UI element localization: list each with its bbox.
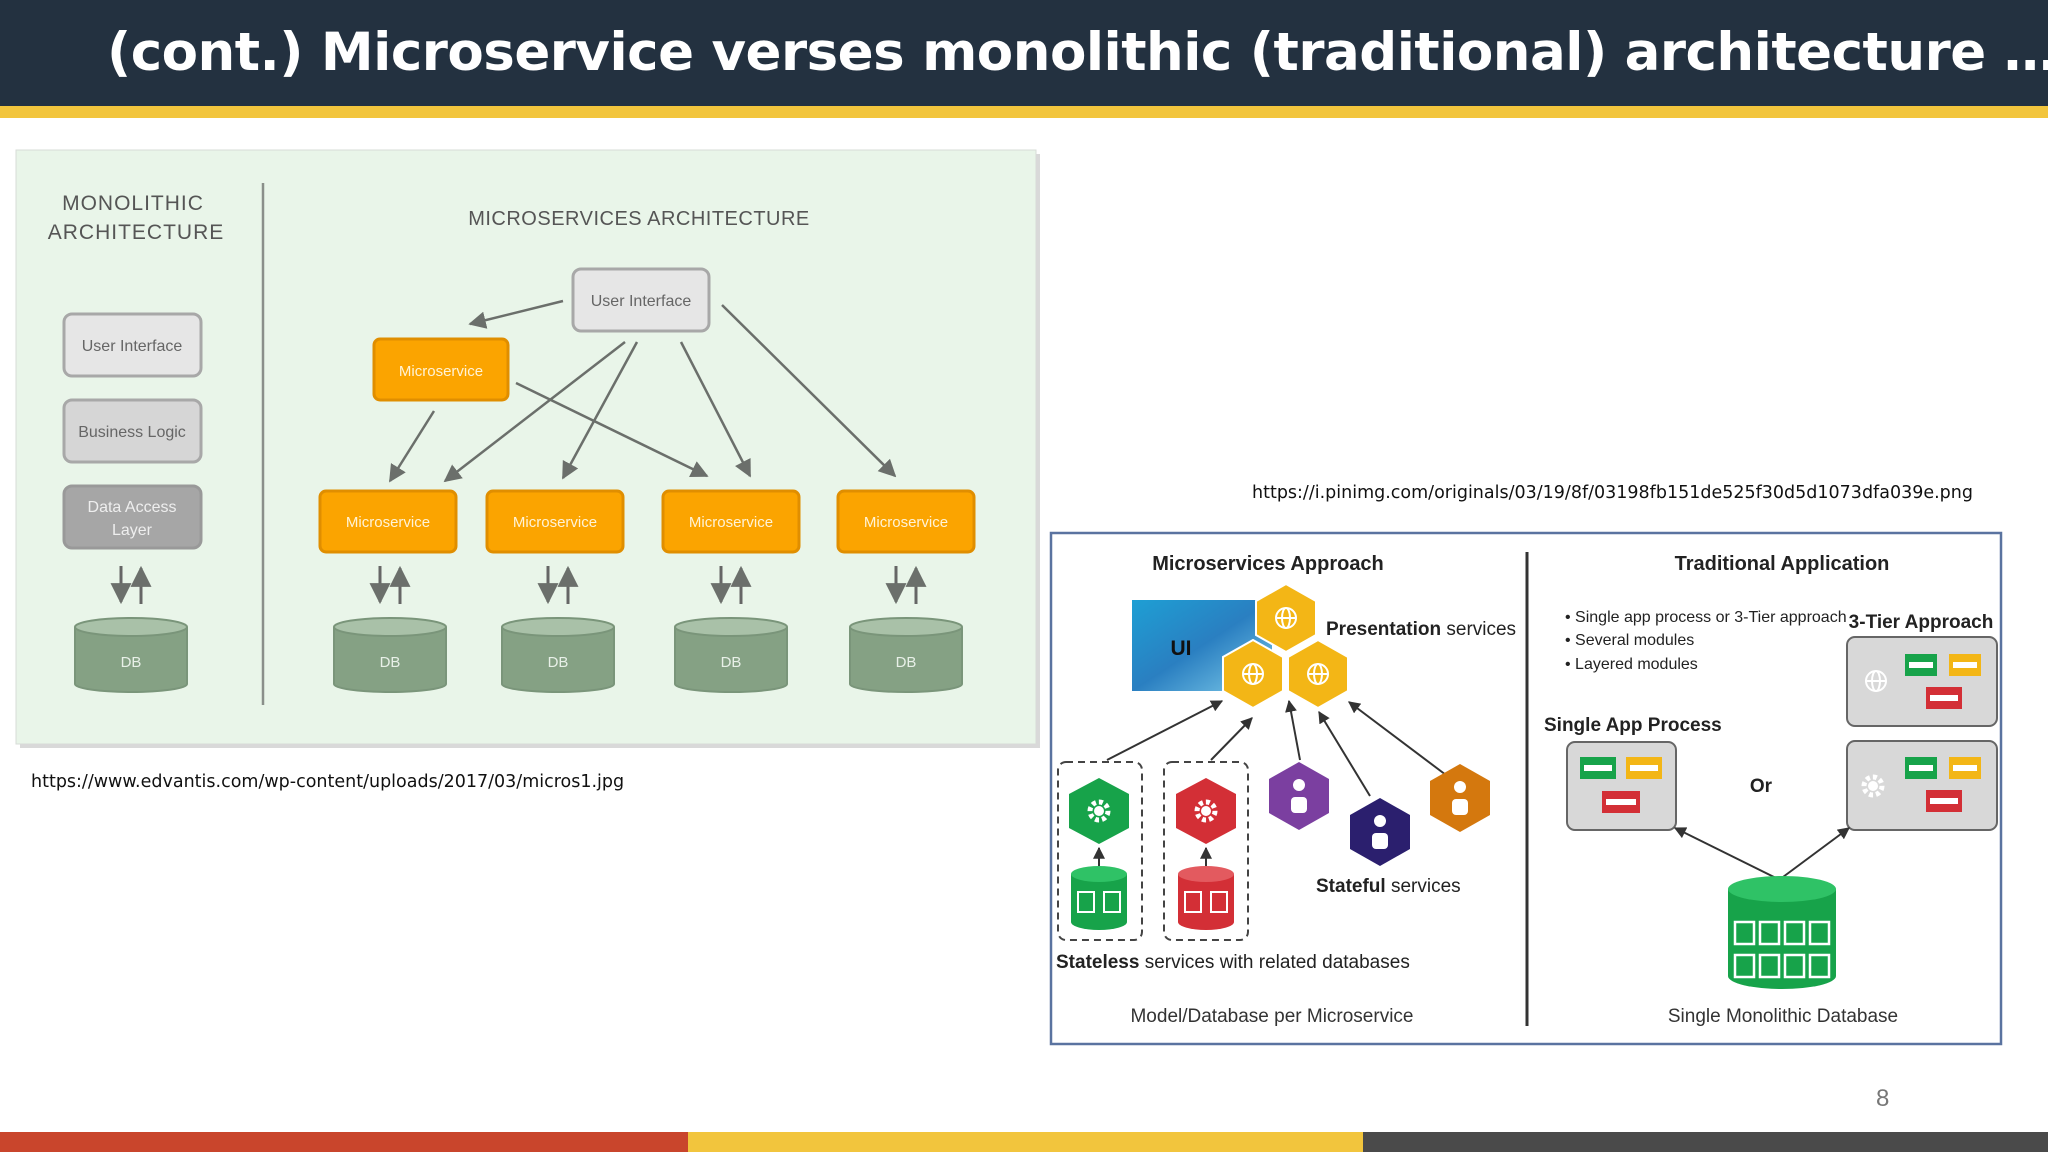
- globe-icon: [1222, 638, 1284, 710]
- db-cylinder: DB: [501, 617, 615, 693]
- traditional-title: Traditional Application: [1675, 553, 1890, 575]
- database-icon: [1728, 876, 1836, 989]
- footer-bar-gray: [1363, 1132, 2048, 1152]
- three-tier-label: 3-Tier Approach: [1849, 612, 1994, 633]
- microservice-box: [836, 489, 976, 554]
- micro-ui-box: [571, 267, 711, 333]
- footer-bar-red: [0, 1132, 688, 1152]
- source-url-right[interactable]: https://i.pinimg.com/originals/03/19/8f/…: [1252, 483, 1973, 503]
- stateless-label: Stateless services with related database…: [1056, 952, 1410, 973]
- microservice-label: Microservice: [513, 514, 597, 531]
- stateful-label: Stateful services: [1316, 876, 1461, 897]
- micro-ui-label: User Interface: [591, 293, 692, 310]
- microservice-label: Microservice: [346, 514, 430, 531]
- mono-title-line1: MONOLITHIC: [62, 192, 204, 215]
- databases: DB DB DB DB DB: [74, 617, 963, 693]
- db-label: DB: [721, 654, 742, 671]
- source-url-left[interactable]: https://www.edvantis.com/wp-content/uplo…: [31, 772, 625, 792]
- microservice-label: Microservice: [689, 514, 773, 531]
- page-number: 8: [1876, 1085, 1890, 1112]
- microservices-vs-traditional-diagram: Microservices Approach Traditional Appli…: [1049, 531, 2003, 1046]
- db-label: DB: [896, 654, 917, 671]
- globe-icon: [1865, 670, 1887, 692]
- stateful-service-icon: [1269, 762, 1329, 830]
- mono-data-label-1: Data Access: [88, 499, 177, 516]
- bullet-3: • Layered modules: [1565, 656, 1698, 673]
- model-db-label: Model/Database per Microservice: [1130, 1006, 1413, 1027]
- microservice-box: [318, 489, 458, 554]
- microservice-box: [485, 489, 625, 554]
- microservice-top: [372, 337, 510, 402]
- mono-title-line2: ARCHITECTURE: [48, 221, 225, 244]
- title-bar: (cont.) Microservice verses monolithic (…: [0, 0, 2048, 118]
- stateless-group-red: [1163, 761, 1249, 941]
- mono-ui-box: [62, 312, 203, 378]
- micro-title: MICROSERVICES ARCHITECTURE: [468, 208, 810, 230]
- db-label: DB: [548, 654, 569, 671]
- microservice-label: Microservice: [864, 514, 948, 531]
- stateful-service-icon: [1430, 764, 1490, 832]
- single-app-label: Single App Process: [1544, 715, 1722, 736]
- presentation-label: Presentation services: [1326, 619, 1516, 640]
- gear-icon: [1861, 774, 1885, 798]
- monolithic-vs-microservices-diagram: MONOLITHIC ARCHITECTURE MICROSERVICES AR…: [15, 149, 1040, 748]
- db-cylinder: DB: [333, 617, 447, 693]
- gear-icon: [1176, 778, 1236, 844]
- mono-data-box: [62, 484, 203, 550]
- db-label: DB: [380, 654, 401, 671]
- stateless-group-green: [1057, 761, 1143, 941]
- mono-business-label: Business Logic: [78, 424, 186, 441]
- bullet-1: • Single app process or 3-Tier approach: [1565, 609, 1847, 626]
- footer-bar-yellow: [688, 1132, 1363, 1152]
- database-icon: [1178, 866, 1234, 930]
- slide-title: (cont.) Microservice verses monolithic (…: [107, 22, 2048, 83]
- microservice-row: Microservice Microservice Microservice Micr…: [318, 489, 976, 554]
- microservice-box: [661, 489, 801, 554]
- single-app-box: [1566, 741, 1677, 831]
- presentation-arrows: [1106, 699, 1447, 797]
- single-db-label: Single Monolithic Database: [1668, 1006, 1898, 1027]
- globe-icon: [1287, 638, 1349, 710]
- mono-ui-label: User Interface: [82, 338, 183, 355]
- db-cylinder: DB: [74, 617, 188, 693]
- monolith-db-arrows: [1673, 827, 1850, 880]
- micro-arrows: [388, 299, 897, 483]
- globe-icon: [1255, 582, 1317, 654]
- mono-data-label-2: Layer: [112, 522, 153, 539]
- db-cylinder: DB: [849, 617, 963, 693]
- or-label: Or: [1750, 776, 1773, 797]
- db-cylinder: DB: [674, 617, 788, 693]
- db-arrows: [110, 565, 927, 605]
- gear-icon: [1069, 778, 1129, 844]
- mono-business-box: [62, 398, 203, 464]
- microservice-top-label: Microservice: [399, 363, 483, 380]
- ms-approach-title: Microservices Approach: [1152, 553, 1384, 575]
- bullet-2: • Several modules: [1565, 632, 1694, 649]
- database-icon: [1071, 866, 1127, 930]
- stateful-service-icon: [1350, 798, 1410, 866]
- db-label: DB: [121, 654, 142, 671]
- ui-label: UI: [1171, 637, 1192, 660]
